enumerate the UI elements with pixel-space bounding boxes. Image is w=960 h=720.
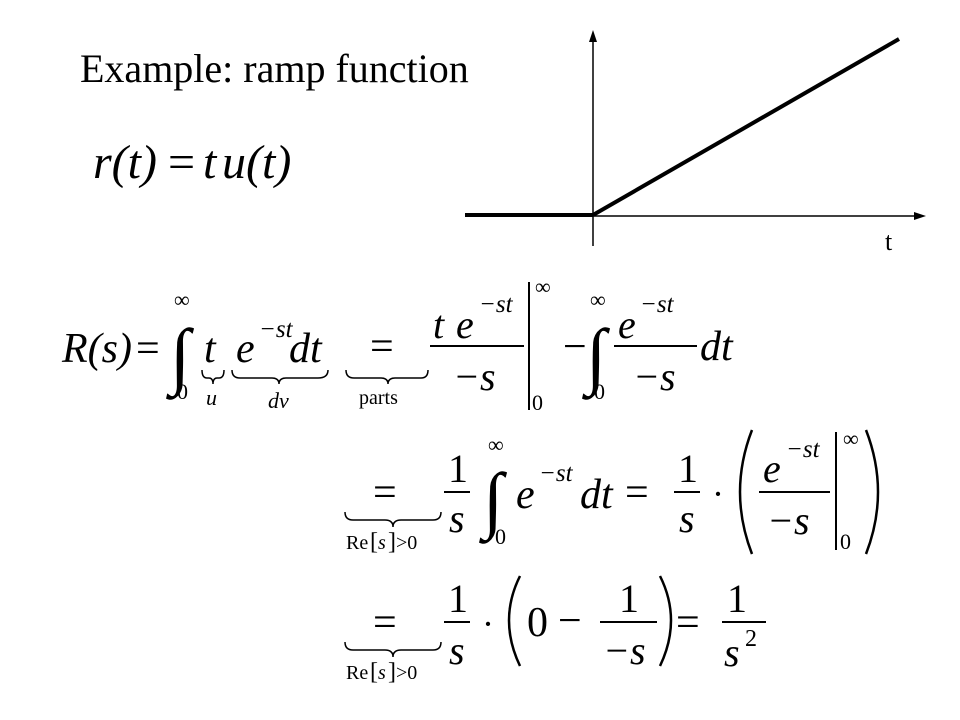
row1-equals-parts: = <box>370 324 394 370</box>
brace-dv <box>231 369 329 385</box>
row1-frac2-num-e: e <box>618 302 636 347</box>
row1-frac1-num-e: e <box>456 302 474 347</box>
row1-eval-lower: 0 <box>532 390 543 415</box>
t-axis-label: t <box>885 227 893 256</box>
x-axis-arrowhead <box>914 212 926 220</box>
definition-lhs: r(t) <box>93 136 157 189</box>
row3-right-paren <box>658 575 673 667</box>
row2-dt: dt <box>580 472 614 518</box>
brace-parts-label: parts <box>359 387 398 409</box>
row2-int-upper: ∞ <box>488 432 504 457</box>
row2-frac1-den: s <box>449 496 465 541</box>
slide-title: Example: ramp function <box>80 46 469 91</box>
brace-parts <box>345 369 429 385</box>
row1-int-lower: 0 <box>177 379 188 404</box>
row3-zero: 0 <box>527 600 548 646</box>
brace-u <box>201 369 225 385</box>
ramp-rising-segment <box>592 37 900 217</box>
equation-row-3: = Re [ s ] >0 1 s · 0 − 1 −s = 1 s 2 <box>344 575 766 685</box>
row3-cond-re: Re <box>346 662 368 684</box>
row3-frac2-den: −s <box>603 628 646 673</box>
row1-frac1-num-exp: −st <box>479 291 514 318</box>
row1-frac1-num-t: t <box>433 302 445 347</box>
ramp-definition: r(t) = t u(t) <box>93 136 291 189</box>
row2-cond-re: Re <box>346 532 368 554</box>
row3-result-den: s <box>724 630 740 675</box>
row2-brace <box>344 511 442 528</box>
row1-integrand-t: t <box>204 326 217 372</box>
ramp-graph: t <box>465 30 926 256</box>
row3-left-paren <box>507 575 522 667</box>
row2-e: e <box>516 472 535 518</box>
row2-integral-sign: ∫ <box>479 459 508 544</box>
row3-equals: = <box>373 600 397 646</box>
row3-result-exp: 2 <box>745 626 757 652</box>
row3-cond-gt: >0 <box>396 662 417 684</box>
row1-frac2-num-exp: −st <box>640 291 675 318</box>
row1-int-upper: ∞ <box>174 287 190 312</box>
row2-frac3-num-e: e <box>763 446 781 491</box>
row1-dt: dt <box>700 324 734 370</box>
row2-frac2-den: s <box>679 496 695 541</box>
row1-integrand-dt: dt <box>289 326 323 372</box>
row3-cond-lbracket: [ <box>370 659 378 685</box>
row2-equals2: = <box>625 470 649 516</box>
row3-frac1-num: 1 <box>448 576 468 621</box>
row3-brace <box>344 641 442 658</box>
row3-cdot: · <box>482 604 494 644</box>
row2-eval-lower: 0 <box>840 529 851 554</box>
row3-result-num: 1 <box>727 576 747 621</box>
row2-equals: = <box>373 470 397 516</box>
equation-row-2: = Re [ s ] >0 1 s ∫ ∞ 0 e −st dt = 1 s ·… <box>344 426 880 555</box>
row2-int-lower: 0 <box>495 524 506 549</box>
row1-eval-upper: ∞ <box>535 274 551 299</box>
row1-integral-sign: ∫ <box>166 315 195 400</box>
row3-minus: − <box>558 598 582 644</box>
row2-cond-gt: >0 <box>396 532 417 554</box>
row2-frac3-num-exp: −st <box>786 436 821 463</box>
definition-equals: = <box>168 136 195 189</box>
row2-cond-rbracket: ] <box>388 529 396 555</box>
row2-frac3-den: −s <box>767 498 810 543</box>
row3-frac2-num: 1 <box>619 576 639 621</box>
row3-cond-rbracket: ] <box>388 659 396 685</box>
row1-integrand-exp: −st <box>259 316 294 343</box>
row3-frac1-den: s <box>449 628 465 673</box>
brace-dv-label: dv <box>268 388 289 413</box>
row3-condition: Re [ s ] >0 <box>346 659 417 685</box>
row1-integrand-e: e <box>236 326 255 372</box>
row1-lhs: R(s) <box>61 326 132 372</box>
row2-frac1-num: 1 <box>448 446 468 491</box>
row1-integral2-sign: ∫ <box>582 315 611 400</box>
row2-exp: −st <box>539 460 574 487</box>
row1-frac2-den: −s <box>633 354 676 399</box>
row2-cond-s: s <box>378 532 386 554</box>
row1-frac1-den: −s <box>453 354 496 399</box>
row2-cond-lbracket: [ <box>370 529 378 555</box>
row2-left-paren <box>738 429 754 555</box>
row3-cond-s: s <box>378 662 386 684</box>
definition-u: u(t) <box>222 136 291 189</box>
row2-right-paren <box>864 429 880 555</box>
row1-equals: = <box>136 326 160 372</box>
equation-row-1: R(s) = ∫ ∞ 0 t e −st dt u dv = parts t e… <box>61 274 734 415</box>
row1-minus: − <box>563 324 587 370</box>
brace-u-label: u <box>206 385 217 410</box>
row1-int2-upper: ∞ <box>590 287 606 312</box>
row2-eval-upper: ∞ <box>843 426 859 451</box>
row1-int2-lower: 0 <box>594 379 605 404</box>
row2-cdot: · <box>712 474 724 514</box>
row2-frac2-num: 1 <box>678 446 698 491</box>
row3-equals2: = <box>676 600 700 646</box>
y-axis-arrowhead <box>589 30 597 42</box>
definition-t: t <box>203 136 218 189</box>
row2-condition: Re [ s ] >0 <box>346 529 417 555</box>
